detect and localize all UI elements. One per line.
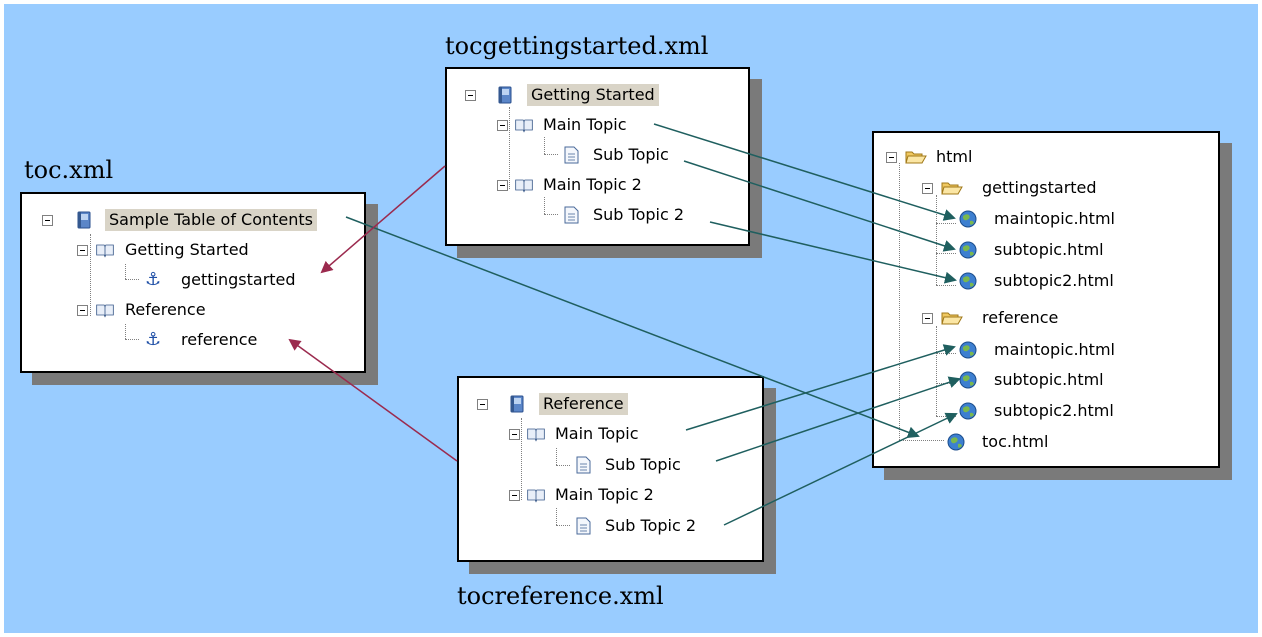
gs-root-label: Getting Started <box>527 84 659 106</box>
tree-row-file[interactable]: maintopic.html <box>958 339 1198 361</box>
tree-row-topic[interactable]: Main Topic <box>509 423 749 445</box>
folder-label-html: html <box>936 147 973 166</box>
toc-file-icon <box>498 86 512 104</box>
file-label: subtopic2.html <box>994 271 1114 290</box>
globe-icon <box>959 210 977 228</box>
anchor-icon: ⚓ <box>145 269 162 290</box>
tree-row-anchor[interactable]: ⚓ gettingstarted <box>137 269 337 291</box>
page-icon <box>564 146 579 164</box>
ref-sub1-label: Sub Topic <box>605 455 681 474</box>
toc-file-icon <box>77 211 91 229</box>
tree-row-subtopic[interactable]: Sub Topic <box>557 144 737 166</box>
diagram-canvas: toc.xml tocgettingstarted.xml tocreferen… <box>4 4 1258 633</box>
globe-icon <box>959 402 977 420</box>
book-icon <box>96 304 114 318</box>
book-icon <box>515 179 533 193</box>
tree-row-folder[interactable]: reference <box>922 307 1182 329</box>
file-label: maintopic.html <box>994 340 1115 359</box>
ref-root-label: Reference <box>539 393 628 415</box>
gs-topic2-label: Main Topic 2 <box>543 175 642 194</box>
tree-row-file[interactable]: toc.html <box>946 431 1186 453</box>
tree-row-subtopic[interactable]: Sub Topic 2 <box>557 204 737 226</box>
ref-topic1-label: Main Topic <box>555 424 639 443</box>
folder-label-gettingstarted: gettingstarted <box>982 178 1097 197</box>
collapse-icon[interactable] <box>922 183 933 194</box>
toc-file-icon <box>510 395 524 413</box>
book-icon <box>515 119 533 133</box>
tree-row-anchor[interactable]: ⚓ reference <box>137 329 337 351</box>
tocgettingstarted-xml-panel: Getting Started Main Topic Sub Topic <box>445 67 750 246</box>
open-folder-icon <box>905 151 927 164</box>
tree-row-book[interactable]: Getting Started <box>77 239 347 261</box>
page-icon <box>564 206 579 224</box>
collapse-icon[interactable] <box>509 429 520 440</box>
tree-row-file[interactable]: maintopic.html <box>958 208 1198 230</box>
tree-row-topic[interactable]: Main Topic <box>497 114 737 136</box>
caption-tocgettingstarted-xml: tocgettingstarted.xml <box>445 32 709 60</box>
anchor-label-reference: reference <box>181 330 258 349</box>
globe-icon <box>959 272 977 290</box>
collapse-icon[interactable] <box>497 120 508 131</box>
file-label: maintopic.html <box>994 209 1115 228</box>
collapse-icon[interactable] <box>509 490 520 501</box>
page-icon <box>576 517 591 535</box>
tree-row-file[interactable]: subtopic.html <box>958 369 1198 391</box>
gs-topic1-label: Main Topic <box>543 115 627 134</box>
collapse-icon[interactable] <box>497 180 508 191</box>
folder-label-reference: reference <box>982 308 1059 327</box>
tree-row-root[interactable]: Getting Started <box>465 84 735 106</box>
tree-row-root[interactable]: Sample Table of Contents <box>42 209 352 231</box>
toc-xml-panel: Sample Table of Contents Getting Started… <box>20 192 366 373</box>
tree-row-topic[interactable]: Main Topic 2 <box>509 484 749 506</box>
collapse-icon[interactable] <box>77 245 88 256</box>
tocreference-xml-panel: Reference Main Topic Sub Topic <box>457 376 764 562</box>
book-icon <box>96 244 114 258</box>
file-label: subtopic2.html <box>994 401 1114 420</box>
tree-row-topic[interactable]: Main Topic 2 <box>497 174 737 196</box>
book-label-getting-started: Getting Started <box>125 240 249 259</box>
collapse-icon[interactable] <box>42 215 53 226</box>
tree-row-file[interactable]: subtopic.html <box>958 239 1198 261</box>
html-folder-panel: html gettingstarted maintopic.html <box>872 131 1220 468</box>
tree-row-folder[interactable]: gettingstarted <box>922 177 1182 199</box>
open-folder-icon <box>941 312 963 325</box>
book-label-reference: Reference <box>125 300 206 319</box>
anchor-label-gettingstarted: gettingstarted <box>181 270 296 289</box>
globe-icon <box>959 241 977 259</box>
open-folder-icon <box>941 182 963 195</box>
book-icon <box>527 489 545 503</box>
tree-row-root[interactable]: Reference <box>477 393 747 415</box>
tree-row-book[interactable]: Reference <box>77 299 347 321</box>
gs-sub2-label: Sub Topic 2 <box>593 205 685 224</box>
collapse-icon[interactable] <box>465 90 476 101</box>
globe-icon <box>947 433 965 451</box>
file-label: subtopic.html <box>994 240 1104 259</box>
gs-sub1-label: Sub Topic <box>593 145 669 164</box>
ref-topic2-label: Main Topic 2 <box>555 485 654 504</box>
tree-row-subtopic[interactable]: Sub Topic <box>569 454 749 476</box>
tree-row-subtopic[interactable]: Sub Topic 2 <box>569 515 749 537</box>
globe-icon <box>959 341 977 359</box>
collapse-icon[interactable] <box>77 305 88 316</box>
tree-row-file[interactable]: subtopic2.html <box>958 400 1198 422</box>
caption-toc-xml: toc.xml <box>24 156 114 184</box>
toc-root-label: Sample Table of Contents <box>105 209 318 231</box>
tree-row-folder[interactable]: html <box>886 146 1086 168</box>
file-label: subtopic.html <box>994 370 1104 389</box>
collapse-icon[interactable] <box>886 152 897 163</box>
caption-tocreference-xml: tocreference.xml <box>457 582 664 610</box>
collapse-icon[interactable] <box>477 399 488 410</box>
globe-icon <box>959 371 977 389</box>
ref-sub2-label: Sub Topic 2 <box>605 516 697 535</box>
page-icon <box>576 456 591 474</box>
file-label-toc-html: toc.html <box>982 432 1049 451</box>
tree-row-file[interactable]: subtopic2.html <box>958 270 1198 292</box>
book-icon <box>527 428 545 442</box>
anchor-icon: ⚓ <box>145 329 162 350</box>
collapse-icon[interactable] <box>922 313 933 324</box>
